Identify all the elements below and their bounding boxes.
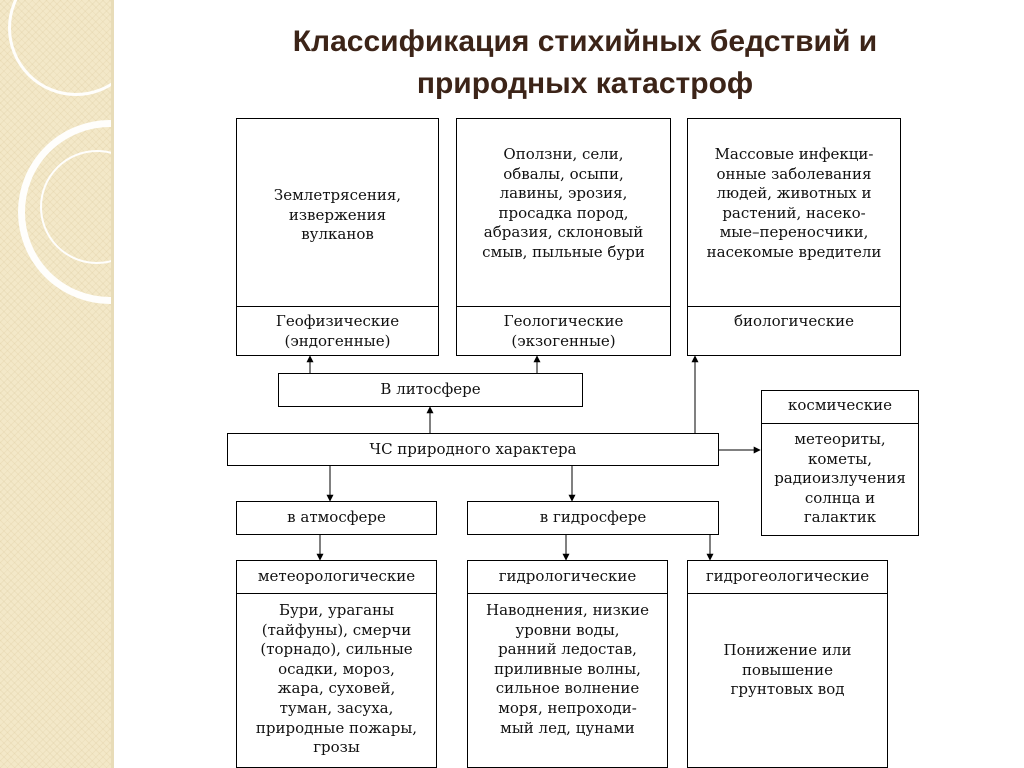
lithosphere-box: В литосфере	[278, 373, 583, 407]
biological-box: Массовые инфекци- онные заболевания люде…	[687, 118, 901, 356]
divider	[468, 593, 667, 594]
hydrosphere-box: в гидросфере	[467, 501, 719, 535]
hydrological-label: гидрологические	[498, 567, 637, 585]
lithosphere-label: В литосфере	[380, 380, 481, 399]
atmosphere-label: в атмосфере	[287, 508, 386, 527]
divider	[762, 423, 918, 424]
hydrogeological-content: Понижение или повышение грунтовых вод	[723, 641, 852, 699]
slide-title-line-2: природных катастроф	[416, 67, 754, 100]
divider	[237, 593, 436, 594]
meteorological-content: Бури, ураганы (тайфуны), смерчи (торнадо…	[255, 601, 418, 757]
geological-content: Оползни, сели, обвалы, осыпи, лавины, эр…	[482, 145, 645, 261]
root-box: ЧС природного характера	[227, 433, 719, 466]
geological-label: Геологические (экзогенные)	[503, 312, 624, 350]
root-label: ЧС природного характера	[369, 439, 577, 458]
divider	[237, 306, 438, 307]
biological-label: биологические	[734, 312, 854, 330]
slide-title-line-1: Классификация стихийных бедствий и	[292, 25, 878, 58]
geophysical-content: Землетрясения, извержения вулканов	[273, 186, 402, 244]
biological-content: Массовые инфекци- онные заболевания люде…	[706, 145, 882, 261]
hydrological-box: гидрологические Наводнения, низкие уровн…	[467, 560, 668, 768]
divider	[688, 593, 887, 594]
hydrological-content: Наводнения, низкие уровни воды, ранний л…	[485, 601, 650, 737]
hydrogeological-box: гидрогеологические Понижение или повышен…	[687, 560, 888, 768]
hydrogeological-label: гидрогеологические	[705, 567, 870, 585]
geological-box: Оползни, сели, обвалы, осыпи, лавины, эр…	[456, 118, 671, 356]
divider	[688, 306, 900, 307]
decorative-side-panel	[0, 0, 114, 768]
hydrosphere-label: в гидросфере	[539, 508, 647, 527]
cosmic-content: метеориты, кометы, радиоизлучения солнца…	[774, 430, 906, 527]
cosmic-label: космические	[788, 396, 892, 414]
divider	[457, 306, 670, 307]
meteorological-box: метеорологические Бури, ураганы (тайфуны…	[236, 560, 437, 768]
geophysical-label: Геофизические (эндогенные)	[275, 312, 400, 350]
meteorological-label: метеорологические	[257, 567, 416, 585]
geophysical-box: Землетрясения, извержения вулканов Геофи…	[236, 118, 439, 356]
cosmic-box: космические метеориты, кометы, радиоизлу…	[761, 390, 919, 536]
atmosphere-box: в атмосфере	[236, 501, 437, 535]
